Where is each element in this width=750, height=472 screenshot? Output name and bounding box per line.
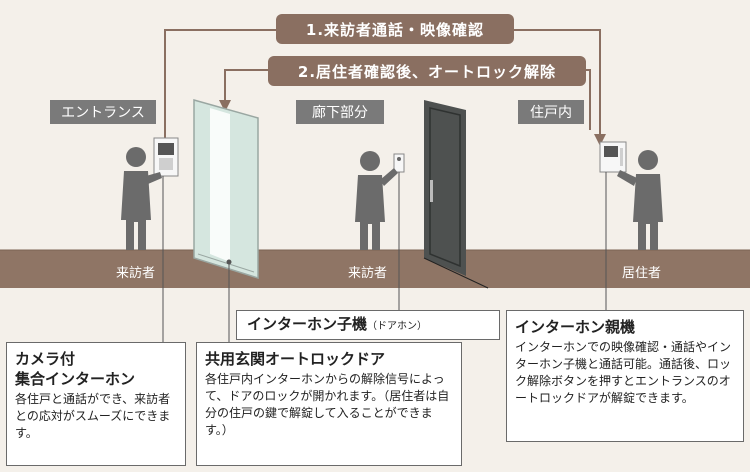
callout-camera-desc: 各住戸と通話ができ、来訪者との応対がスムーズにできます。 <box>15 392 171 440</box>
figure-label-resident: 居住者 <box>622 266 662 281</box>
callout-intercom-child: インターホン子機（ドアホン） <box>236 310 500 340</box>
callout-door-title: 共用玄関オートロックドア <box>205 350 386 368</box>
auto-lock-door <box>193 99 259 280</box>
callout-child-sub: （ドアホン） <box>367 321 428 332</box>
callout-door-desc: 各住戸内インターホンからの解除信号によって、ドアのロックが開かれます。（居住者は… <box>205 372 450 437</box>
flow-arrow-1 <box>594 134 606 146</box>
figure-label-visitor-corridor: 来訪者 <box>348 266 388 281</box>
door-phone <box>393 153 405 173</box>
entrance-intercom <box>153 137 179 177</box>
visitor-corridor-figure <box>355 151 398 250</box>
callout-camera-title-1: カメラ付 <box>15 350 76 368</box>
zone-label-corridor: 廊下部分 <box>296 100 384 124</box>
visitor-entrance-figure <box>121 147 162 250</box>
callout-auto-lock-door: 共用玄関オートロックドア 各住戸内インターホンからの解除信号によって、ドアのロッ… <box>196 342 462 466</box>
intercom-master-unit <box>599 141 627 173</box>
zone-label-entrance: エントランス <box>50 100 156 124</box>
leader-door-dot <box>226 259 232 265</box>
callout-child-title: インターホン子機 <box>247 315 368 333</box>
flow-label-unlock: 2.居住者確認後、オートロック解除 <box>268 56 586 86</box>
callout-camera-title-2: 集合インターホン <box>15 370 136 388</box>
callout-intercom-parent: インターホン親機 インターホンでの映像確認・通話やインターホン子機と通話可能。通… <box>506 310 744 442</box>
flow-label-call-video: 1.来訪者通話・映像確認 <box>276 14 514 44</box>
callout-parent-desc: インターホンでの映像確認・通話やインターホン子機と通話可能。通話後、ロック解除ボ… <box>515 340 732 405</box>
dwelling-door <box>423 100 489 289</box>
callout-parent-title: インターホン親機 <box>515 318 636 336</box>
figure-label-visitor-entrance: 来訪者 <box>116 266 156 281</box>
callout-camera-intercom: カメラ付 集合インターホン 各住戸と通話ができ、来訪者との応対がスムーズにできま… <box>6 342 186 466</box>
floor-band <box>0 250 750 288</box>
resident-figure <box>617 150 663 250</box>
zone-label-dwelling: 住戸内 <box>518 100 584 124</box>
flow-arrow-2 <box>219 100 231 112</box>
